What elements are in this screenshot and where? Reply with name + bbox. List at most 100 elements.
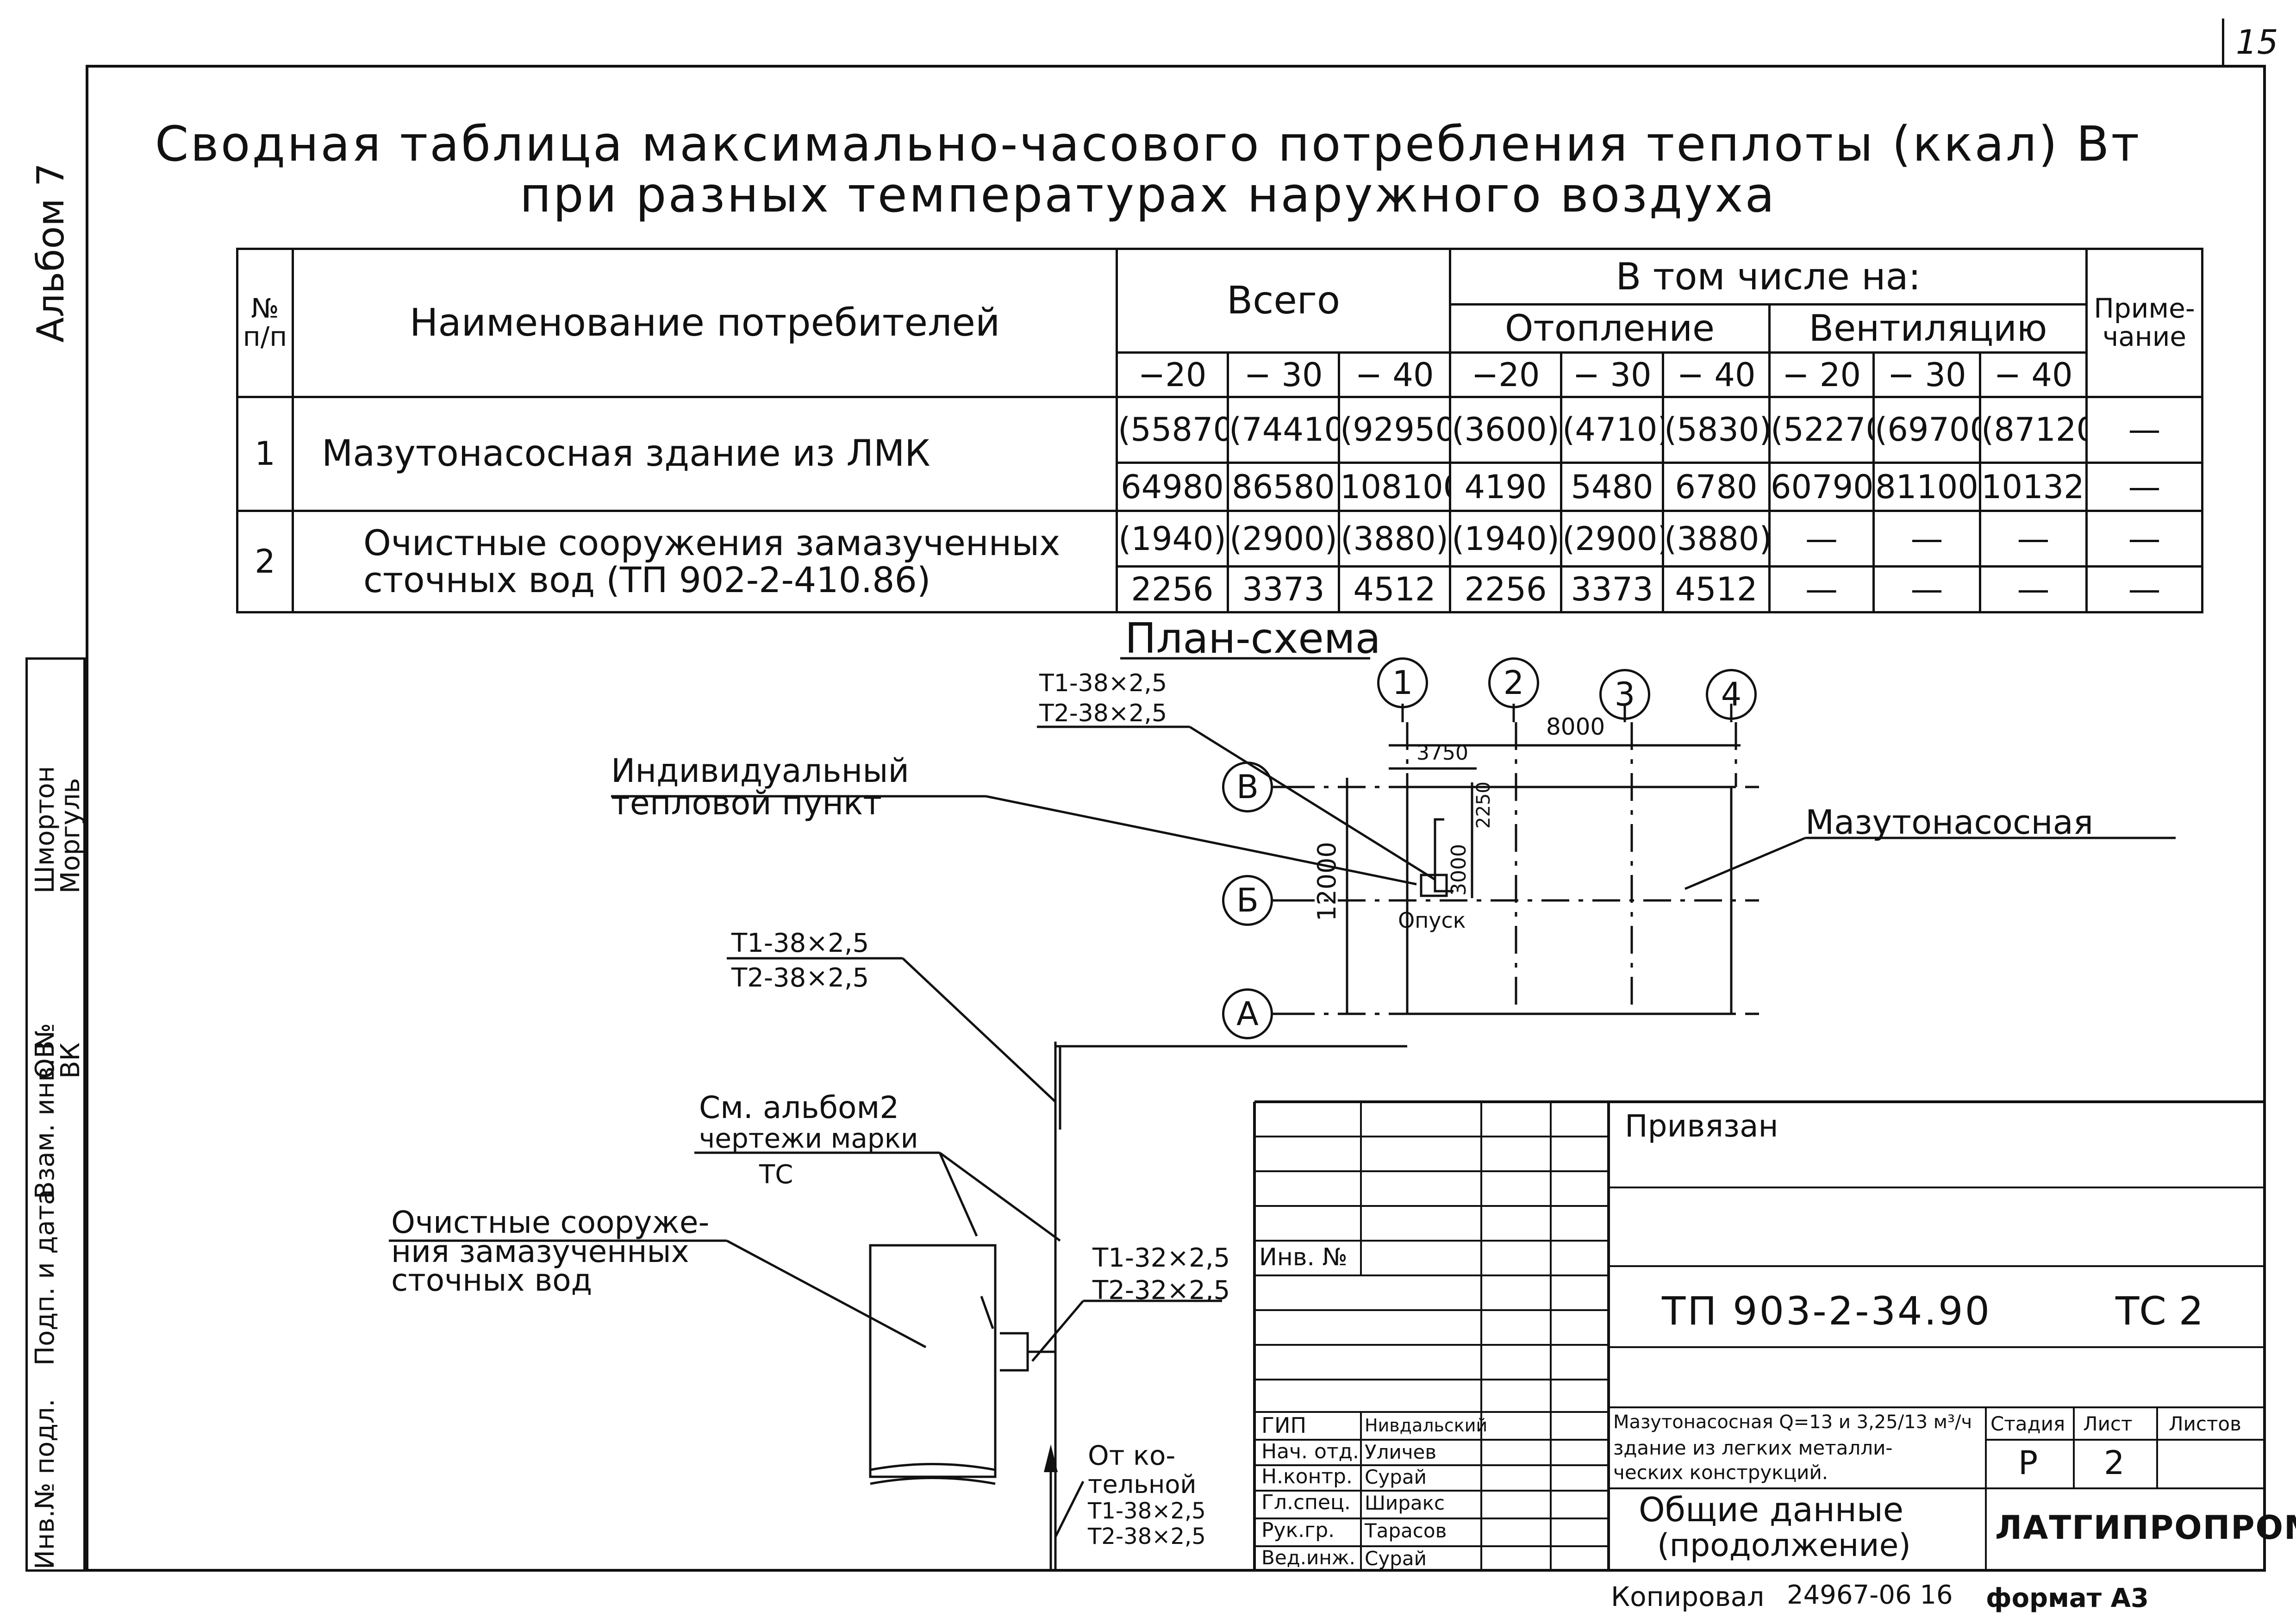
stamp-stage-label: Стадия bbox=[1990, 1412, 2065, 1435]
plan-title: План-схема bbox=[1125, 614, 1381, 663]
cell-watt: 64980 bbox=[1116, 462, 1229, 512]
stamp-role: Рук.гр. bbox=[1261, 1518, 1335, 1542]
stamp-org: ЛАТГИПРОПРОМ bbox=[1995, 1509, 2296, 1547]
cell-note: — bbox=[2085, 509, 2204, 568]
dimension-label: 3000 bbox=[1447, 844, 1471, 896]
temp-header: − 30 bbox=[1560, 351, 1665, 398]
stamp-role: Гл.спец. bbox=[1261, 1491, 1351, 1514]
stamp-role: Вед.инж. bbox=[1261, 1546, 1355, 1569]
dimension-label: 8000 bbox=[1546, 713, 1605, 740]
cell-kcal: (92950) bbox=[1337, 395, 1452, 464]
cell-watt: 60790 bbox=[1768, 462, 1875, 512]
header-num: № п/п bbox=[236, 248, 294, 398]
stamp-doc-title: Общие данные bbox=[1639, 1490, 1904, 1529]
temp-header: − 40 bbox=[1979, 351, 2088, 398]
cell-kcal: (5830) bbox=[1662, 395, 1771, 464]
dimension-label: 12000 bbox=[1312, 842, 1341, 921]
cell-watt: 6780 bbox=[1662, 462, 1771, 512]
cell-watt: 2256 bbox=[1116, 565, 1229, 613]
table-title-line1: Сводная таблица максимально-часового пот… bbox=[155, 116, 2141, 172]
side-stamp bbox=[25, 657, 86, 1572]
treatment-building-outline bbox=[869, 1244, 997, 1478]
stamp-sheet-code: ТС 2 bbox=[2115, 1288, 2204, 1334]
cell-kcal: (1940) bbox=[1449, 509, 1563, 568]
tc-label: ТС bbox=[759, 1160, 793, 1190]
pipe-label: Т1-38×2,5 bbox=[731, 928, 869, 958]
stamp-code: ТП 903-2-34.90 bbox=[1662, 1288, 1992, 1334]
header-name: Наименование потребителей bbox=[292, 248, 1118, 398]
from-boiler-label: От ко- bbox=[1088, 1440, 1176, 1471]
cell-kcal: — bbox=[1768, 509, 1875, 568]
treatment-label: Очистные сооруже-ния замазученных сточны… bbox=[391, 1205, 743, 1299]
temp-header: −20 bbox=[1449, 351, 1563, 398]
heat-point-label: Индивидуальный тепловой пункт bbox=[611, 755, 991, 819]
cell-kcal: (52270) bbox=[1768, 395, 1875, 464]
cell-kcal: (4710) bbox=[1560, 395, 1665, 464]
row-name: Очистные сооружения замазученных сточных… bbox=[292, 510, 1118, 613]
page-number: 15 bbox=[2236, 23, 2278, 62]
cell-watt: 3373 bbox=[1227, 565, 1340, 613]
dimension-label: 3750 bbox=[1416, 741, 1468, 765]
dimension-label: 2250 bbox=[1473, 781, 1494, 829]
axis-bubble-col: 4 bbox=[1706, 669, 1757, 720]
stamp-name: Ширакс bbox=[1365, 1492, 1445, 1514]
cell-watt: 2256 bbox=[1449, 565, 1563, 613]
axis-bubble-row: В bbox=[1222, 762, 1273, 812]
temp-header: −20 bbox=[1116, 351, 1229, 398]
stamp-privyazan: Привязан bbox=[1625, 1108, 1778, 1144]
descent-label: Опуск bbox=[1398, 908, 1466, 933]
axis-bubble-col: 3 bbox=[1599, 669, 1650, 720]
stamp-project-line: Мазутонасосная Q=13 и 3,25/13 м³/ч bbox=[1613, 1412, 1972, 1433]
pipe-label: Т1-32×2,5 bbox=[1092, 1243, 1230, 1273]
cell-note: — bbox=[2085, 462, 2204, 512]
header-including: В том числе на: bbox=[1449, 247, 2088, 306]
cell-watt: 4512 bbox=[1337, 565, 1452, 613]
row-name: Мазутонасосная здание из ЛМК bbox=[292, 395, 1118, 512]
stamp-name: Нивдальский bbox=[1365, 1415, 1488, 1436]
cell-watt: — bbox=[1768, 565, 1875, 613]
cell-kcal: (2900) bbox=[1560, 509, 1665, 568]
stamp-sheet-label: Лист bbox=[2083, 1412, 2133, 1435]
page-number-rule bbox=[2222, 19, 2224, 65]
cell-kcal: (3880) bbox=[1337, 509, 1452, 568]
cell-watt: 81100 bbox=[1872, 462, 1982, 512]
cell-kcal: — bbox=[1872, 509, 1982, 568]
stamp-project-line: здание из легких металли- bbox=[1613, 1437, 1893, 1459]
axis-bubble-row: Б bbox=[1222, 875, 1273, 926]
row-num: 2 bbox=[236, 510, 294, 613]
stamp-doc-title: (продолжение) bbox=[1657, 1527, 1911, 1564]
stamp-role: Н.контр. bbox=[1261, 1465, 1353, 1488]
heat-point-text: Индивидуальный тепловой пункт bbox=[611, 752, 910, 822]
pipe-label: Т2-38×2,5 bbox=[1088, 1524, 1206, 1549]
stamp-role: ГИП bbox=[1261, 1413, 1307, 1438]
cell-kcal: (87120) bbox=[1979, 395, 2088, 464]
pipe-label: Т1-38×2,5 bbox=[1039, 669, 1167, 697]
temp-header: − 30 bbox=[1872, 351, 1982, 398]
stamp-copied: Копировал bbox=[1611, 1581, 1765, 1612]
axis-bubble-col: 1 bbox=[1377, 657, 1428, 708]
cell-kcal: (3880) bbox=[1662, 509, 1771, 568]
drawing-frame bbox=[86, 65, 2266, 1572]
stamp-order: 24967-06 16 bbox=[1787, 1580, 1953, 1610]
axis-bubble-col: 2 bbox=[1488, 657, 1539, 708]
cell-kcal: (2900) bbox=[1227, 509, 1340, 568]
stamp-name: Сурай bbox=[1365, 1547, 1427, 1570]
stamp-name: Уличев bbox=[1365, 1441, 1437, 1463]
stamp-name: Сурай bbox=[1365, 1466, 1427, 1488]
stamp-sheet: 2 bbox=[2104, 1444, 2125, 1482]
table-row: 1 Мазутонасосная здание из ЛМК (55870) (… bbox=[236, 395, 2204, 512]
stamp-role: Нач. отд. bbox=[1261, 1440, 1359, 1463]
from-boiler-label: тельной bbox=[1088, 1470, 1197, 1499]
cell-note: — bbox=[2085, 395, 2204, 464]
header-heating: Отопление bbox=[1449, 303, 1771, 354]
treatment-text: Очистные сооруже-ния замазученных сточны… bbox=[391, 1205, 710, 1299]
stamp-format: формат А3 bbox=[1986, 1583, 2149, 1613]
cell-kcal: (55870) bbox=[1116, 395, 1229, 464]
table-row: 2 Очистные сооружения замазученных сточн… bbox=[236, 509, 2204, 613]
cell-watt: 4512 bbox=[1662, 565, 1771, 613]
pipe-label: Т2-38×2,5 bbox=[1039, 700, 1167, 727]
axis-bubble-row: А bbox=[1222, 988, 1273, 1039]
temp-header: − 30 bbox=[1227, 351, 1340, 398]
cell-watt: 108100 bbox=[1337, 462, 1452, 512]
